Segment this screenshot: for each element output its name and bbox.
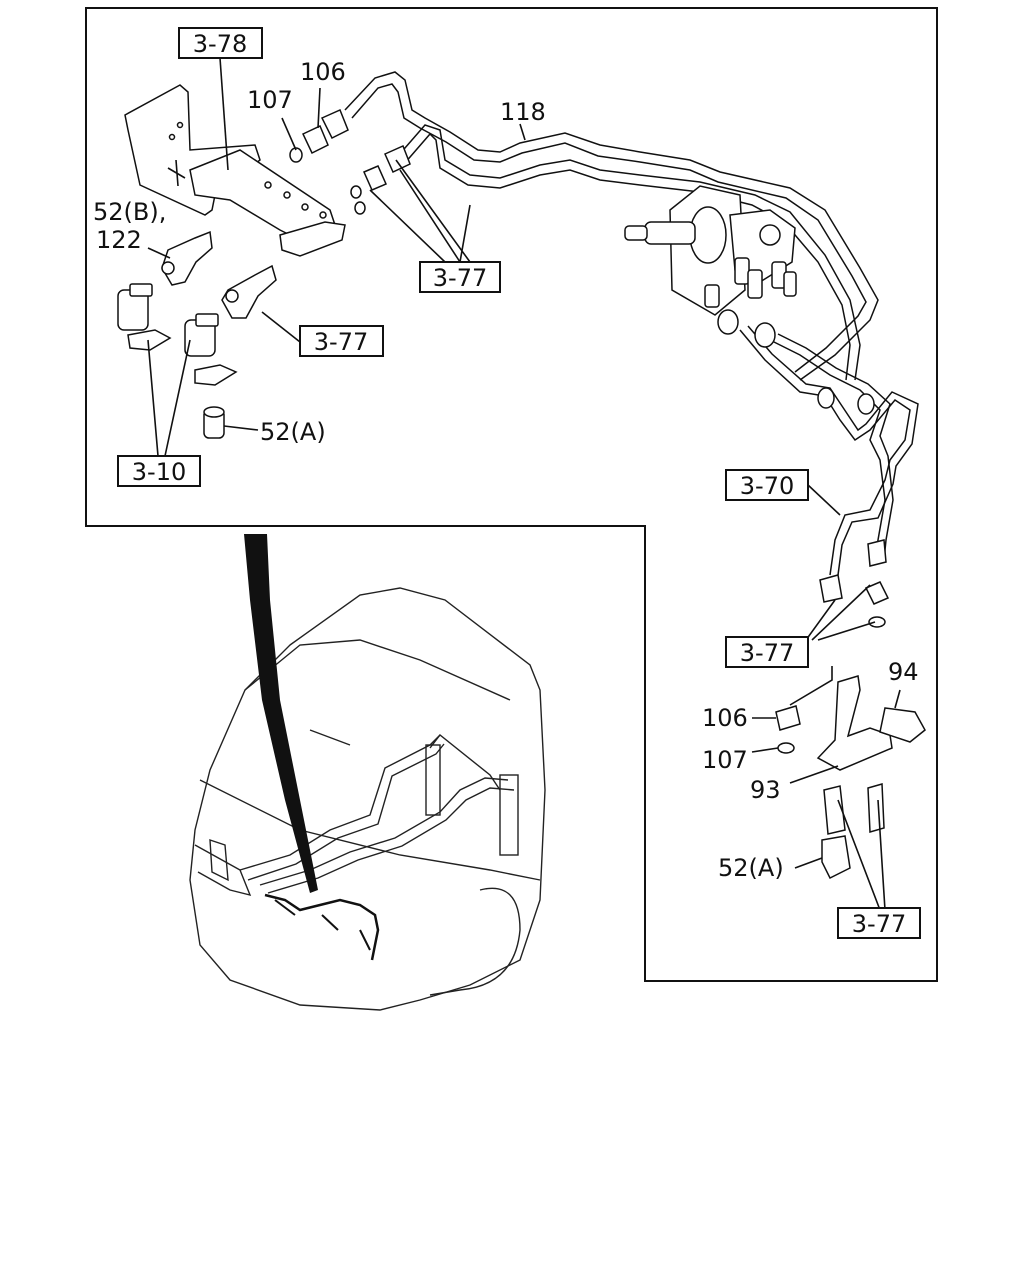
part-107-label: 107 (247, 86, 293, 114)
brake-pipe-lower (739, 325, 919, 576)
part-52b-label: 52(B), (93, 198, 166, 226)
leader-lines (147, 57, 901, 911)
part-106-label-lower: 106 (702, 704, 748, 732)
detail-pointer (244, 534, 318, 893)
bracket (124, 84, 346, 257)
part-94-label: 94 (888, 658, 919, 686)
truck-overview (189, 587, 546, 1011)
part-52a-label: 52(A) (260, 418, 326, 446)
ref-label-3-78: 3-78 (193, 30, 247, 58)
part-106-label: 106 (300, 58, 346, 86)
ref-label-3-10: 3-10 (132, 458, 186, 486)
detail-frame (85, 7, 938, 982)
ref-box-3-77-right[interactable]: 3-77 (725, 636, 809, 668)
part-52a-label-lower: 52(A) (718, 854, 784, 882)
ref-label-3-77: 3-77 (740, 639, 794, 667)
ref-box-3-78[interactable]: 3-78 (178, 27, 263, 59)
ref-label-3-77: 3-77 (852, 910, 906, 938)
pipe-harness-overview (264, 893, 380, 961)
lower-fittings (775, 539, 926, 880)
fittings-top (289, 108, 411, 215)
ref-box-3-10[interactable]: 3-10 (117, 455, 201, 487)
ref-label-3-70: 3-70 (740, 472, 794, 500)
ref-box-3-77-upper[interactable]: 3-77 (419, 261, 501, 293)
ref-box-3-70[interactable]: 3-70 (725, 469, 809, 501)
ref-box-3-77-bottom[interactable]: 3-77 (837, 907, 921, 939)
brake-pipe-118 (344, 71, 879, 381)
part-107-label-lower: 107 (702, 746, 748, 774)
part-93-label: 93 (750, 776, 781, 804)
part-118-label: 118 (500, 98, 546, 126)
pressure-switches (117, 230, 277, 439)
ref-label-3-77: 3-77 (433, 264, 487, 292)
valve-assembly (624, 185, 875, 415)
ref-label-3-77: 3-77 (314, 328, 368, 356)
part-122-label: 122 (96, 226, 142, 254)
ref-box-3-77-middle[interactable]: 3-77 (299, 325, 384, 357)
